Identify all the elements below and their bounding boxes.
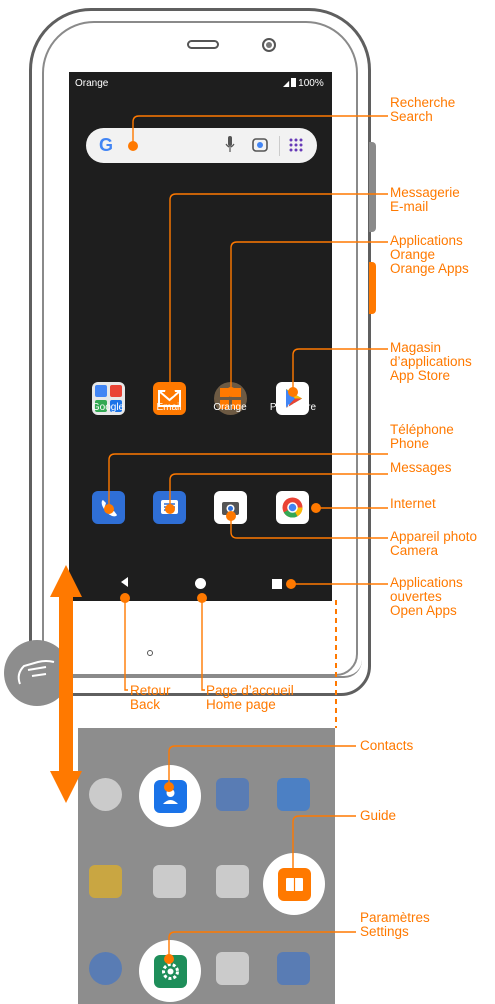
label-camera: Appareil photo Camera [390, 529, 478, 558]
drawer-gallery-icon [153, 865, 186, 898]
label-messages: Messages [390, 460, 452, 475]
label-search: Recherche Search [390, 95, 456, 124]
dot-open-apps [286, 579, 296, 589]
drawer-duo-icon [216, 778, 249, 811]
drawer-facebook-icon [277, 778, 310, 811]
mic-icon[interactable] [225, 135, 235, 155]
apps-grid-icon[interactable] [288, 137, 304, 153]
label-home: Page d’accueil Home page [206, 683, 294, 712]
dot-orange-apps [226, 387, 236, 397]
google-logo-icon: G [99, 135, 114, 155]
microphone-hole-icon [147, 650, 153, 656]
app-label-google: Google [91, 402, 125, 413]
drawer-maps-go-icon [89, 865, 122, 898]
signal-icon: ◢ [283, 79, 290, 88]
label-open-apps: Applications ouvertes Open Apps [390, 575, 463, 618]
label-email: Messagerie E-mail [390, 185, 460, 214]
label-contacts: Contacts [360, 738, 414, 753]
dot-app-store [288, 387, 298, 397]
speaker-grille [187, 40, 219, 49]
drawer-gmail-go-icon [216, 865, 249, 898]
front-camera-icon [262, 38, 276, 52]
battery-level: 100% [298, 78, 324, 89]
drawer-maps-icon [216, 952, 249, 985]
label-app-store: Magasin d’applications App Store [390, 340, 472, 383]
search-bar[interactable] [86, 128, 317, 163]
label-guide: Guide [360, 808, 397, 823]
dot-internet [311, 503, 321, 513]
label-orange-apps: Applications Orange Orange Apps [390, 233, 469, 276]
dot-back [120, 593, 130, 603]
dot-home [197, 593, 207, 603]
dot-contacts [164, 782, 174, 792]
recent-apps-nav-icon[interactable] [272, 579, 282, 589]
label-back: Retour Back [130, 683, 171, 712]
drawer-chrome-icon [89, 778, 122, 811]
dot-search [128, 141, 138, 151]
google-folder-icon[interactable] [92, 382, 125, 415]
app-label-orange: Orange [213, 402, 247, 413]
chrome-icon[interactable] [276, 491, 309, 524]
label-internet: Internet [390, 496, 436, 511]
status-battery: ◢ 100% [283, 78, 324, 89]
drawer-clock-icon [89, 952, 122, 985]
lens-icon[interactable] [251, 136, 269, 154]
app-label-email: Email [156, 402, 182, 413]
label-phone: Téléphone Phone [390, 422, 454, 451]
phone-lower-area [69, 601, 332, 657]
search-divider [279, 136, 280, 156]
dot-phone [104, 504, 114, 514]
drawer-messages-icon [277, 952, 310, 985]
app-label-play-store: Play Store [269, 402, 317, 413]
label-settings: Paramètres Settings [360, 910, 430, 939]
battery-icon [291, 78, 297, 87]
status-carrier: Orange [75, 78, 109, 89]
dot-guide [288, 868, 298, 878]
dot-email [165, 387, 175, 397]
dot-camera [226, 511, 236, 521]
back-nav-icon[interactable] [119, 576, 131, 588]
dot-messages [165, 504, 175, 514]
phone-chin [40, 660, 362, 678]
volume-button [369, 142, 376, 232]
power-button [369, 262, 376, 314]
home-nav-icon[interactable] [195, 578, 206, 589]
dot-settings [164, 954, 174, 964]
